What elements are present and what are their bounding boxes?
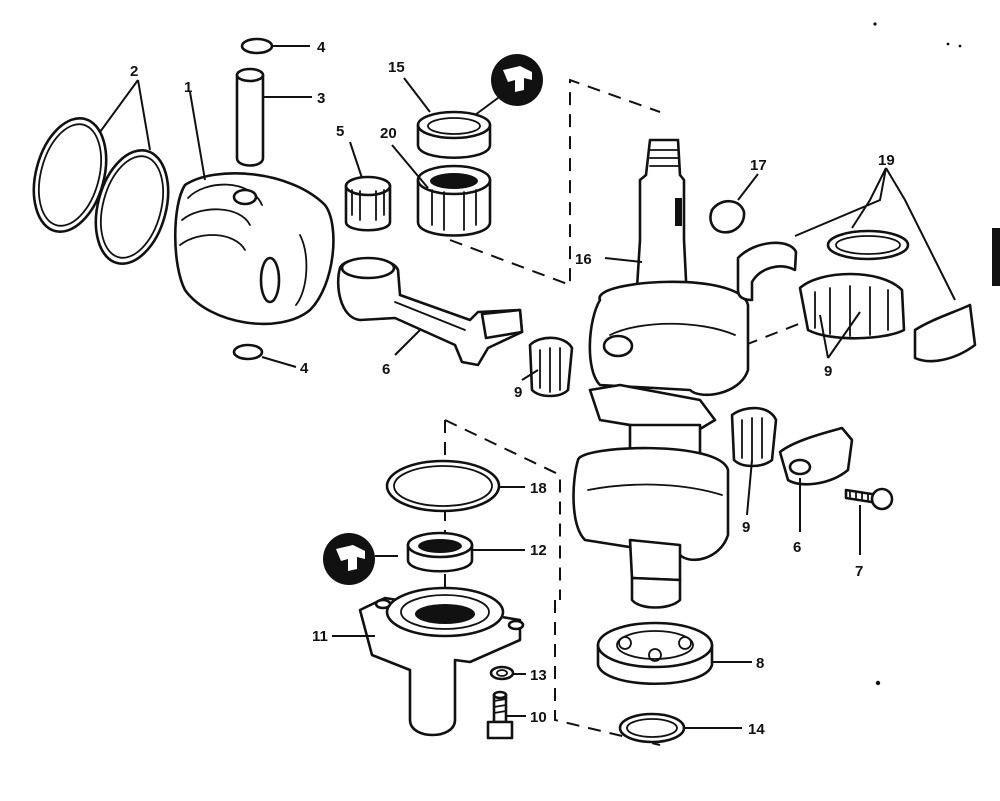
callout-3: 3 <box>317 90 325 107</box>
main-needle-bearing-cage <box>798 272 906 340</box>
main-bearing-races <box>736 229 977 363</box>
callout-14: 14 <box>748 721 765 738</box>
piston <box>174 172 335 326</box>
housing-screw <box>486 690 514 740</box>
retaining-ring-bottom <box>232 343 264 361</box>
page-edge-tab <box>992 228 1000 286</box>
leader-lines <box>99 45 956 729</box>
rod-needle-bearing-cage <box>528 336 574 398</box>
sealant-applicator-icon <box>323 533 375 585</box>
piston-pin-needle-bearing <box>344 175 392 232</box>
callout-10: 10 <box>530 709 547 726</box>
callout-4-top: 4 <box>317 39 326 56</box>
callout-8: 8 <box>756 655 764 672</box>
callout-11: 11 <box>312 628 328 645</box>
callout-12: 12 <box>530 542 547 559</box>
lower-seal <box>406 531 474 573</box>
callout-9-lower: 9 <box>742 519 750 536</box>
upper-seal <box>416 110 492 159</box>
callout-1: 1 <box>184 79 192 96</box>
crankshaft <box>572 138 750 609</box>
piston-rings <box>32 116 170 266</box>
piston-pin <box>235 67 265 167</box>
callout-16: 16 <box>575 251 592 268</box>
callout-4-bottom: 4 <box>300 360 309 377</box>
callout-20: 20 <box>380 125 397 142</box>
lockwasher <box>489 665 515 681</box>
sealant-applicator-icon <box>491 54 543 106</box>
lower-ball-bearing <box>596 621 714 685</box>
callout-labels: 2 1 4 3 4 5 15 20 5 6 9 16 17 19 9 9 6 7… <box>130 39 895 738</box>
lower-rod-needle-bearing-cage <box>730 406 778 468</box>
callout-6-rod-label: 6 <box>382 361 390 378</box>
callout-5: 5 <box>336 123 344 140</box>
callout-13: 13 <box>530 667 547 684</box>
callout-9-left: 9 <box>514 384 522 401</box>
connecting-rod <box>336 256 524 367</box>
lower-bearing-housing <box>358 586 525 737</box>
callout-19: 19 <box>878 152 895 169</box>
assembly-guide-line-upper <box>449 78 661 287</box>
bearing-retaining-ring <box>618 712 686 744</box>
callout-6-cap: 6 <box>793 539 801 556</box>
upper-main-bearing <box>416 164 492 237</box>
callout-17: 17 <box>750 157 767 174</box>
rod-cap-screw <box>844 487 894 511</box>
callout-9-right: 9 <box>824 363 832 380</box>
woodruff-key <box>709 199 746 234</box>
callout-15: 15 <box>388 59 405 76</box>
o-ring <box>385 459 501 513</box>
callout-7: 7 <box>855 563 863 580</box>
assembly-guide-line-lower <box>444 419 661 746</box>
callout-18: 18 <box>530 480 547 497</box>
retaining-ring-top <box>240 37 274 55</box>
connecting-rod-cap <box>778 426 854 486</box>
scan-specks <box>873 22 962 686</box>
callout-2: 2 <box>130 63 138 80</box>
